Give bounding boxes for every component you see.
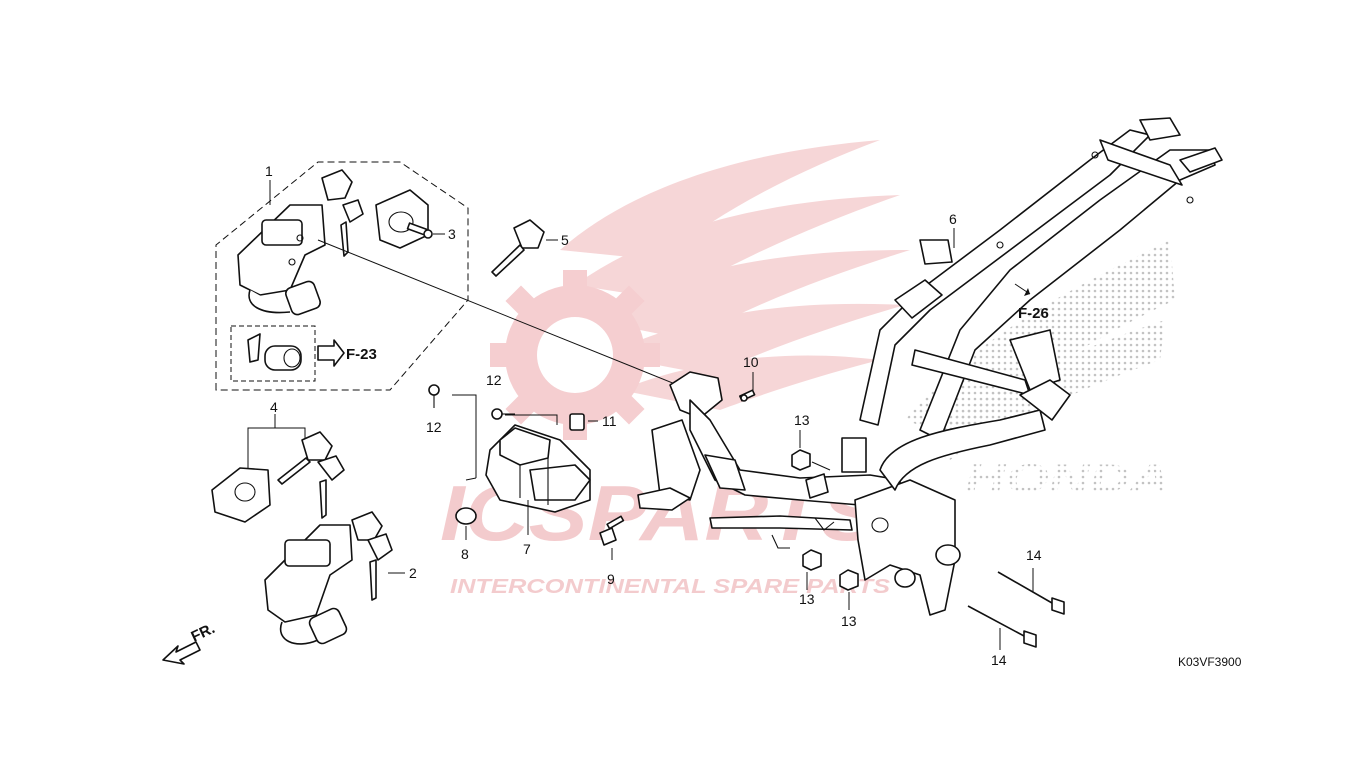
direction-label: FR. xyxy=(189,620,218,646)
callout-5[interactable]: 5 xyxy=(561,232,569,248)
bolt-part-14-lower xyxy=(967,605,1037,650)
clip-nut-part-11 xyxy=(569,413,598,431)
callout-14-upper[interactable]: 14 xyxy=(1026,547,1042,563)
honda-wordmark: HONDA xyxy=(965,457,1170,501)
nut-part-13-upper xyxy=(791,449,831,471)
key-top-1 xyxy=(321,169,364,257)
screw-part-12-center xyxy=(491,408,515,420)
key-cylinder-inset xyxy=(247,333,302,371)
front-direction-arrow: FR. xyxy=(162,620,218,665)
screw-part-10 xyxy=(739,372,756,402)
key-blank-part-5 xyxy=(491,219,558,277)
ignition-switch-part-2 xyxy=(264,511,405,645)
ignition-switch-assy-1 xyxy=(237,204,326,316)
callout-12-upper[interactable]: 12 xyxy=(486,372,502,388)
ref-arrow-f26: F-26 xyxy=(1014,283,1049,322)
watermark-tagline: INTERCONTINENTAL SPARE PARTS xyxy=(450,576,891,598)
callout-9[interactable]: 9 xyxy=(607,571,615,587)
callout-12-lower[interactable]: 12 xyxy=(426,419,442,435)
kit-outline-part-1 xyxy=(215,161,469,391)
gear-logo xyxy=(490,270,660,440)
screw-part-12-left xyxy=(428,384,440,408)
callout-6[interactable]: 6 xyxy=(949,211,957,227)
ref-arrow-f23: F-23 xyxy=(317,339,377,367)
washer-part-8 xyxy=(455,507,477,540)
screw-part-3 xyxy=(406,222,445,239)
callout-2[interactable]: 2 xyxy=(409,565,417,581)
seat-lock-1 xyxy=(375,189,429,249)
callout-labels: 1 3 5 4 2 12 12 11 10 8 7 9 6 13 13 13 1… xyxy=(265,163,1042,668)
callout-13-middle[interactable]: 13 xyxy=(799,591,815,607)
callout-13-lower[interactable]: 13 xyxy=(841,613,857,629)
diagram-code: K03VF3900 xyxy=(1178,655,1242,669)
nut-part-13-middle xyxy=(802,549,822,571)
frame-body-part-6 xyxy=(637,117,1223,616)
callout-14-lower[interactable]: 14 xyxy=(991,652,1007,668)
ref-label-f23[interactable]: F-23 xyxy=(346,346,377,363)
lock-set-part-4 xyxy=(211,414,345,523)
nut-part-13-lower xyxy=(839,569,859,591)
callout-7[interactable]: 7 xyxy=(523,541,531,557)
fuse-box-bracket-part-7 xyxy=(452,394,591,535)
callout-13-upper[interactable]: 13 xyxy=(794,412,810,428)
wing-logo xyxy=(560,140,910,410)
callout-10[interactable]: 10 xyxy=(743,354,759,370)
bolt-part-14-upper xyxy=(997,568,1065,615)
ref-label-f26[interactable]: F-26 xyxy=(1018,305,1049,322)
callout-4[interactable]: 4 xyxy=(270,399,278,415)
callout-11[interactable]: 11 xyxy=(602,413,617,429)
callout-1[interactable]: 1 xyxy=(265,163,273,179)
bolt-part-9 xyxy=(599,515,625,560)
callout-8[interactable]: 8 xyxy=(461,546,469,562)
callout-3[interactable]: 3 xyxy=(448,226,456,242)
